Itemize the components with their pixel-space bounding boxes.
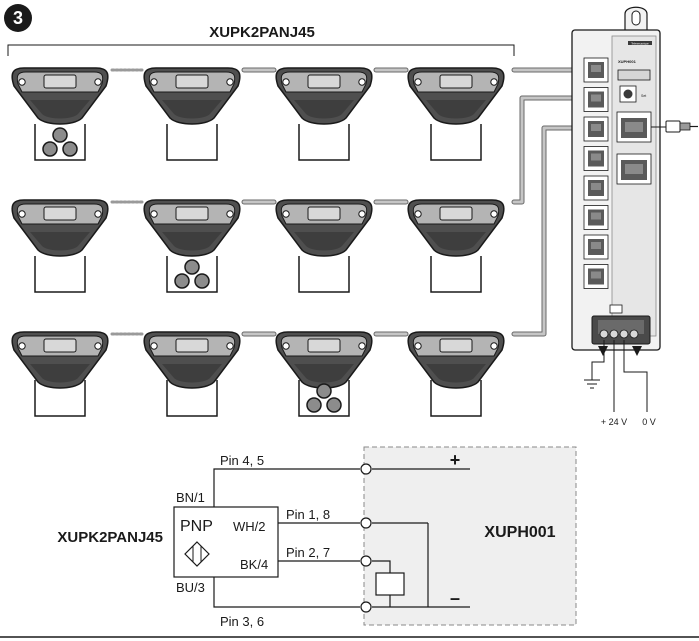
sensor-port-5 (583, 175, 609, 201)
pin-wh2-label: WH/2 (233, 519, 266, 534)
sensor-port-2 (583, 87, 609, 112)
bin-r1-c3 (298, 123, 350, 161)
bin-r2-c1 (34, 255, 86, 293)
step-number: 3 (13, 8, 23, 28)
sensor-group-bracket (7, 44, 515, 56)
brand-mark-text: Telemecanique (631, 42, 649, 46)
sensor-r3-c4 (407, 331, 505, 389)
schematic-wires (213, 468, 470, 608)
pin-bn1-label: BN/1 (176, 490, 205, 505)
sensor-r1-c1 (11, 67, 109, 125)
xuph001-module: Telemecanique XUPH001 Set (571, 6, 698, 427)
sensor-r2-c3 (275, 199, 373, 257)
sensor-r3-c2 (143, 331, 241, 389)
minus-symbol: – (450, 588, 460, 608)
sensor-diamond-icon (184, 541, 210, 567)
pin-1-8-label: Pin 1, 8 (286, 507, 330, 522)
sensor-r1-c2 (143, 67, 241, 125)
relay-coil-icon (375, 572, 405, 596)
sensor-port-7 (583, 234, 609, 260)
module-display (617, 69, 651, 81)
schematic-terminals (360, 463, 372, 613)
sensor-ports (583, 57, 609, 289)
pin-bu3-label: BU/3 (176, 580, 205, 595)
objects-r1-c1 (42, 127, 78, 157)
pin-3-6-label: Pin 3, 6 (220, 614, 264, 629)
sensor-r3-c3 (275, 331, 373, 389)
ground-icon (584, 379, 600, 389)
set-button-knob (623, 89, 633, 99)
cable-group (110, 67, 589, 337)
sensor-row-3 (11, 331, 505, 417)
sensor-row-1 (11, 67, 505, 161)
sensor-link-cables (110, 67, 409, 337)
sensor-r1-c3 (275, 67, 373, 125)
sensor-r2-c1 (11, 199, 109, 257)
sensor-row-2 (11, 199, 505, 293)
schematic-module-label: XUPH001 (484, 524, 555, 541)
terminal-block (591, 315, 651, 356)
schematic-sensor-label: XUPK2PANJ45 (57, 529, 163, 546)
sensor-group-label: XUPK2PANJ45 (209, 24, 315, 41)
cable-row-2 (511, 95, 589, 205)
pin-2-7-label: Pin 2, 7 (286, 545, 330, 560)
sensor-r1-c4 (407, 67, 505, 125)
module-mount-hole (631, 10, 641, 26)
bin-r1-c2 (166, 123, 218, 161)
supply-wires (591, 340, 648, 412)
pin-4-5-label: Pin 4, 5 (220, 453, 264, 468)
sensor-r2-c2 (143, 199, 241, 257)
sensor-port-6 (583, 205, 609, 230)
set-button-label: Set (641, 94, 646, 98)
module-model-label: XUPH001 (618, 59, 637, 64)
objects-r2-c2 (174, 259, 210, 289)
sensor-port-4 (583, 146, 609, 171)
bin-r2-c4 (430, 255, 482, 293)
step-badge-circle (4, 4, 32, 32)
step-badge: 3 (4, 4, 32, 32)
brand-mark (628, 41, 652, 45)
sensor-r3-c1 (11, 331, 109, 389)
sensor-port-1 (583, 57, 609, 83)
network-ports (616, 111, 652, 185)
supply-plus-label: + 24 V (601, 417, 627, 427)
bin-r2-c3 (298, 255, 350, 293)
sensor-port-8 (583, 264, 609, 289)
objects-r3-c3 (306, 383, 342, 413)
supply-zero-label: 0 V (642, 417, 656, 427)
bin-r1-c4 (430, 123, 482, 161)
network-plug-icon (651, 120, 698, 133)
pin-bk4-label: BK/4 (240, 557, 268, 572)
sensor-port-3 (583, 116, 609, 142)
module-clip (609, 304, 623, 314)
module-front-panel (611, 35, 657, 337)
wiring-schematic: XUPH001 XUPK2PANJ45 PNP WH/2 BK/4 BN/1 B… (57, 446, 577, 629)
plus-symbol: + (450, 450, 461, 470)
sensor-r2-c4 (407, 199, 505, 257)
cable-row-3 (511, 125, 589, 337)
sensor-output-type: PNP (180, 518, 213, 535)
sensor-box (173, 506, 279, 578)
